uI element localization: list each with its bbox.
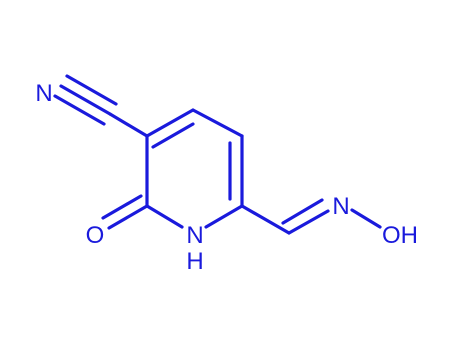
ring-bond-c4-c5 <box>191 108 244 138</box>
ring-bond-c3-c4-inner <box>151 122 195 149</box>
carbonyl-double-bond-line-2 <box>101 194 143 220</box>
nitrile-nitrogen-label: N <box>35 80 52 107</box>
ring-nitrogen-label: N <box>186 222 203 249</box>
atom-labels-group: N O N H N OH <box>35 80 418 275</box>
oxime-n-o-bond <box>350 208 382 229</box>
oxime-double-bond-line-1 <box>287 209 330 235</box>
oxime-double-bond-line-2 <box>281 198 324 225</box>
ring-bond-n1-c2 <box>145 204 184 229</box>
oxime-nitrogen-label: N <box>332 193 349 220</box>
nitrile-triple-bond-line-3 <box>65 74 118 106</box>
nitrile-triple-bond-line-2 <box>59 84 112 116</box>
ring-to-methine-bond <box>240 204 291 235</box>
nitrile-triple-bond-line-1 <box>53 94 106 126</box>
carbonyl-double-bond-line-1 <box>107 204 149 230</box>
hydroxyl-label: OH <box>382 222 418 249</box>
ring-bond-c3-c4 <box>145 108 195 138</box>
bonds-group <box>53 74 382 235</box>
carbonyl-oxygen-label: O <box>86 222 105 249</box>
ring-bond-c6-n1 <box>204 204 244 229</box>
nitrile-carbon-ring-bond <box>108 112 149 138</box>
ring-nitrogen-hydrogen-label: H <box>186 248 203 275</box>
